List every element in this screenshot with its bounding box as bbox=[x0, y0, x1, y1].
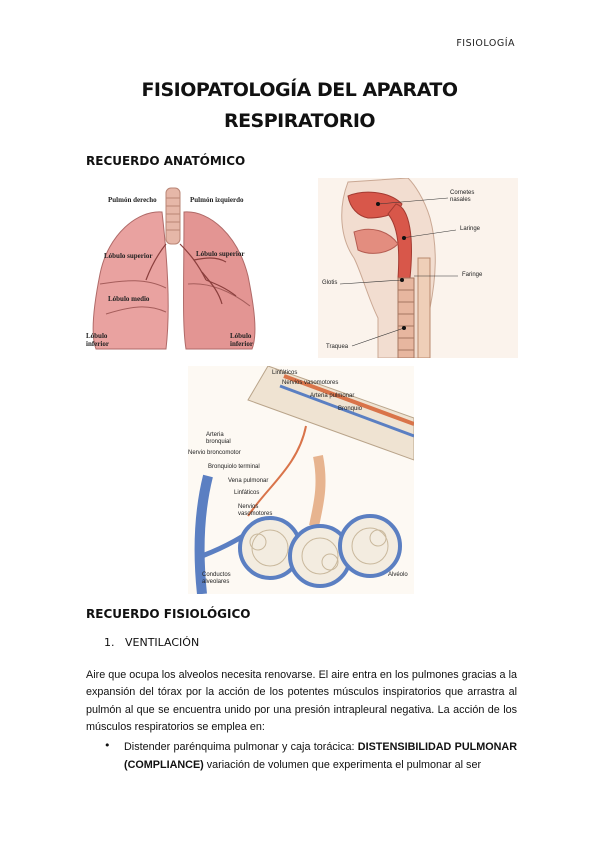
page-title-line1: FISIOPATOLOGÍA DEL APARATO bbox=[141, 79, 458, 101]
subsection-number: 1. bbox=[104, 636, 115, 649]
alveoli-figure: Linfáticos Nervios vasomotores Arteria p… bbox=[188, 366, 414, 594]
bullet-symbol: • bbox=[104, 739, 111, 752]
label-traquea: Traquea bbox=[326, 344, 349, 350]
lungs-figure: Pulmón derecho Pulmón izquierdo Lóbulo s… bbox=[86, 184, 262, 354]
label-arteria-bronquial: Arteria bronquial bbox=[206, 432, 231, 445]
label-nervio-broncomotor: Nervio broncomotor bbox=[188, 450, 241, 456]
airway-figure: Cornetes nasales Laringe Faringe Glotis … bbox=[318, 178, 518, 358]
label-bronquio: Bronquio bbox=[338, 406, 363, 412]
body-paragraph: Aire que ocupa los alveolos necesita ren… bbox=[86, 669, 517, 734]
bullet-bold: DISTENSIBILIDAD PULMONAR (COMPLIANCE) bbox=[124, 741, 517, 771]
label-pulmon-derecho: Pulmón derecho bbox=[108, 196, 157, 204]
page-title-line2: RESPIRATORIO bbox=[223, 110, 376, 132]
label-bronquiolo-terminal: Bronquiolo terminal bbox=[208, 464, 260, 470]
label-conductos-alveolares: Conductos alveolares bbox=[202, 572, 231, 585]
header-subject: FISIOLOGÍA bbox=[456, 38, 515, 49]
bullet-rest: variación de volumen que experimenta el … bbox=[203, 759, 482, 771]
label-alveolo: Alvéolo bbox=[388, 572, 408, 578]
label-lobulo-inferior-derecho: Lóbulo inferior bbox=[86, 332, 109, 348]
label-faringe: Faringe bbox=[462, 272, 483, 278]
label-nervios-vasomotores-1: Nervios vasomotores bbox=[282, 380, 339, 386]
lungs-illustration bbox=[86, 184, 262, 354]
label-linfaticos-1: Linfáticos bbox=[272, 370, 298, 376]
label-glotis: Glotis bbox=[322, 280, 338, 286]
alveoli-illustration bbox=[188, 366, 414, 594]
label-cornetes: Cornetes nasales bbox=[450, 190, 475, 203]
label-laringe: Laringe bbox=[460, 226, 481, 232]
section-heading-anatomico: RECUERDO ANATÓMICO bbox=[86, 154, 246, 168]
bullet-lead: Distender parénquima pulmonar y caja tor… bbox=[124, 741, 358, 753]
subsection-title: VENTILACIÓN bbox=[125, 636, 200, 649]
airway-illustration bbox=[318, 178, 518, 358]
label-linfaticos-2: Linfáticos bbox=[234, 490, 260, 496]
bullet-text: Distender parénquima pulmonar y caja tor… bbox=[124, 738, 517, 774]
section-heading-fisiologico: RECUERDO FISIOLÓGICO bbox=[86, 607, 251, 621]
label-arteria-pulmonar: Arteria pulmonar bbox=[310, 393, 355, 399]
label-lobulo-inferior-izquierdo: Lóbulo inferior bbox=[230, 332, 253, 348]
label-vena-pulmonar: Vena pulmonar bbox=[228, 478, 269, 484]
label-nervios-vasomotores-2: Nervios vasomotores bbox=[238, 504, 273, 517]
label-lobulo-medio: Lóbulo medio bbox=[108, 295, 150, 303]
label-lobulo-superior-derecho: Lóbulo superior bbox=[104, 252, 153, 260]
label-lobulo-superior-izquierdo: Lóbulo superior bbox=[196, 250, 245, 258]
subsection-heading: 1. VENTILACIÓN bbox=[104, 636, 199, 649]
label-pulmon-izquierdo: Pulmón izquierdo bbox=[190, 196, 244, 204]
